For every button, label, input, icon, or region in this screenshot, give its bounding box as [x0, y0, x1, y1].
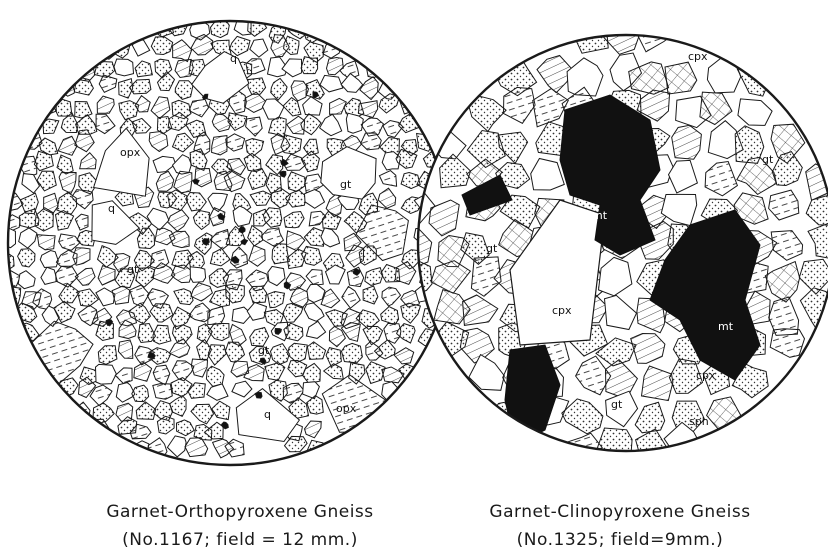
right-thin-section: cpx gt mt cpx mt cpx gt gt sph [397, 16, 828, 470]
mineral-label: gt [762, 153, 774, 166]
grain [342, 343, 363, 363]
mineral-label: opx [336, 402, 357, 415]
grain [272, 244, 289, 264]
mineral-label: q [230, 52, 237, 65]
grain [249, 286, 266, 303]
grain [212, 136, 228, 155]
left-thin-section: opx q gt q gt opx gt q [0, 15, 461, 465]
mineral-label: opx [120, 146, 141, 159]
mineral-label: q [264, 408, 271, 421]
mineral-label: mt [718, 320, 734, 333]
grain [96, 364, 117, 384]
grain [190, 267, 205, 283]
opaque-grain [255, 392, 262, 398]
right-caption-title: Garnet-Clinopyroxene Gneiss [420, 498, 820, 526]
mineral-label: gt [127, 263, 139, 276]
mineral-label: sph [689, 415, 709, 428]
grain [672, 125, 702, 159]
mineral-label: gt [340, 178, 352, 191]
grain [248, 169, 267, 190]
mineral-label: cpx [552, 304, 572, 317]
mineral-label: gt [611, 398, 623, 411]
left-caption: Garnet-Orthopyroxene Gneiss (No.1167; fi… [60, 498, 420, 554]
left-caption-detail: (No.1167; field = 12 mm.) [60, 526, 420, 554]
left-caption-title: Garnet-Orthopyroxene Gneiss [60, 498, 420, 526]
thin-section-figure: opx q gt q gt opx gt q cpx gt mt cpx mt … [0, 0, 828, 470]
grain [301, 57, 318, 74]
mineral-label: mt [592, 209, 608, 222]
mineral-label: gt [258, 344, 270, 357]
mineral-label: gt [486, 242, 498, 255]
mineral-label: q [108, 202, 115, 215]
right-caption-detail: (No.1325; field=9mm.) [420, 526, 820, 554]
grain [114, 59, 134, 76]
right-caption: Garnet-Clinopyroxene Gneiss (No.1325; fi… [420, 498, 820, 554]
grain [153, 384, 173, 400]
mineral-label: cpx [696, 369, 716, 382]
mineral-label: cpx [688, 50, 708, 63]
